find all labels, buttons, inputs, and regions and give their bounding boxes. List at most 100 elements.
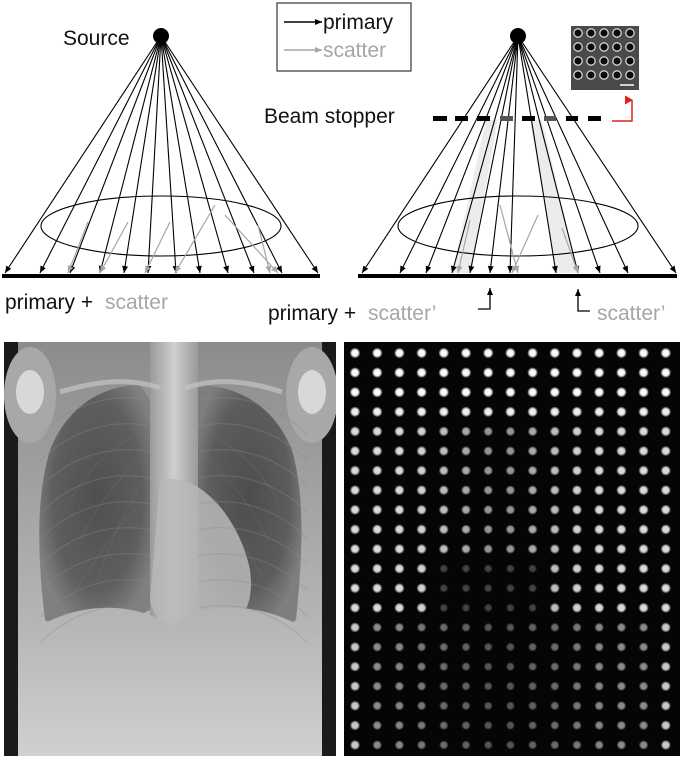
- stopper-dot: [483, 505, 492, 514]
- stopper-inset-photo: [571, 26, 639, 90]
- stopper-dot: [350, 485, 360, 495]
- stopper-dot: [484, 564, 493, 573]
- inset-hole: [574, 57, 582, 65]
- stopper-dot: [394, 583, 404, 593]
- stopper-dot: [661, 720, 671, 730]
- stopper-dot: [350, 681, 360, 691]
- stopper-dot: [661, 622, 671, 632]
- stopper-dot: [661, 583, 671, 593]
- stopper-dot: [506, 446, 515, 455]
- stopper-dot: [594, 603, 604, 613]
- stopper-dot: [594, 367, 604, 377]
- stopper-dot: [395, 662, 404, 671]
- stopper-dot: [483, 367, 493, 377]
- stopper-dot: [439, 348, 449, 358]
- stopper-dot: [394, 564, 404, 574]
- stopper-dot: [550, 544, 560, 554]
- left-bottom-label: primary + scatter: [5, 291, 168, 314]
- stopper-dot: [372, 583, 382, 593]
- left-scatter-rays: [68, 205, 278, 273]
- stopper-dot: [372, 348, 382, 358]
- stopper-dot: [661, 426, 671, 436]
- stopper-dot: [350, 466, 360, 476]
- stopper-dot: [550, 367, 560, 377]
- inset-hole: [613, 29, 621, 37]
- stopper-dot: [350, 603, 360, 613]
- stopper-dot: [394, 446, 404, 456]
- stopper-dot: [395, 642, 404, 651]
- stopper-dot: [462, 682, 471, 691]
- stopper-dot: [372, 485, 382, 495]
- stopper-dot: [594, 466, 604, 476]
- left-bottom-primary: primary +: [5, 291, 93, 314]
- stopper-dot: [594, 387, 604, 397]
- stopper-dot: [439, 485, 449, 495]
- beam-stopper-label: Beam stopper: [264, 105, 395, 128]
- stopper-dot: [394, 348, 404, 358]
- stopper-dot: [616, 583, 626, 593]
- stopper-dot: [594, 348, 604, 358]
- stopper-dot: [462, 584, 471, 593]
- stopper-dot: [462, 604, 471, 613]
- stopper-dot: [440, 584, 449, 593]
- stopper-dot: [506, 721, 515, 730]
- stopper-dot: [439, 525, 449, 535]
- stopper-dot: [461, 407, 471, 417]
- stopper-dot: [661, 564, 671, 574]
- stopper-dot: [594, 564, 604, 574]
- stopper-dot: [572, 583, 582, 593]
- stopper-dot: [484, 721, 493, 730]
- stopper-dot: [372, 426, 382, 436]
- stopper-dot: [616, 446, 626, 456]
- stopper-dot: [483, 485, 492, 494]
- stopper-dot: [550, 701, 559, 710]
- stopper-dot: [350, 407, 360, 417]
- inset-hole: [626, 43, 634, 51]
- stopper-dot: [417, 721, 426, 730]
- stopper-dot: [461, 544, 471, 554]
- stopper-dot: [462, 662, 471, 671]
- stopper-dot: [483, 387, 493, 397]
- inset-hole: [626, 57, 634, 65]
- stopper-dot: [572, 564, 582, 574]
- stopper-dot: [572, 740, 581, 749]
- stopper-dot: [484, 682, 493, 691]
- stopper-dot: [550, 682, 559, 691]
- abdomen: [18, 608, 322, 756]
- stopper-dot: [595, 682, 604, 691]
- stopper-dot: [550, 427, 560, 437]
- callout-primary-scatter: [478, 288, 490, 309]
- stopper-dot: [505, 367, 515, 377]
- stopper-dot: [439, 407, 449, 417]
- stopper-dot: [616, 466, 626, 476]
- beam-stopper-segment: [544, 116, 556, 121]
- beam-stopper-segment: [566, 116, 578, 121]
- stopper-dot: [616, 387, 626, 397]
- stopper-dot: [373, 642, 382, 651]
- legend: primary scatter: [277, 3, 411, 71]
- stopper-dot: [506, 525, 515, 534]
- stopper-dot: [372, 387, 382, 397]
- stopper-dot: [527, 367, 537, 377]
- stopper-dot: [484, 741, 493, 750]
- stopper-dot: [373, 740, 382, 749]
- stopper-dot: [461, 485, 471, 495]
- stopper-dot: [528, 525, 538, 535]
- stopper-dot: [616, 348, 626, 358]
- stopper-dot: [394, 367, 404, 377]
- stopper-dot: [616, 485, 626, 495]
- left-primary-ray: [5, 36, 161, 273]
- stopper-dot: [350, 367, 360, 377]
- stopper-dot: [661, 524, 671, 534]
- stopper-dot: [505, 387, 515, 397]
- beam-stopper-array: [433, 116, 601, 121]
- stopper-dot: [594, 583, 604, 593]
- stopper-dot: [616, 426, 626, 436]
- stopper-dot: [417, 466, 427, 476]
- stopper-dot: [439, 505, 449, 515]
- stopper-dot: [638, 367, 648, 377]
- stopper-dot: [617, 701, 626, 710]
- stopper-dot: [483, 348, 493, 358]
- stopper-dot: [372, 544, 382, 554]
- stopper-dot: [528, 427, 538, 437]
